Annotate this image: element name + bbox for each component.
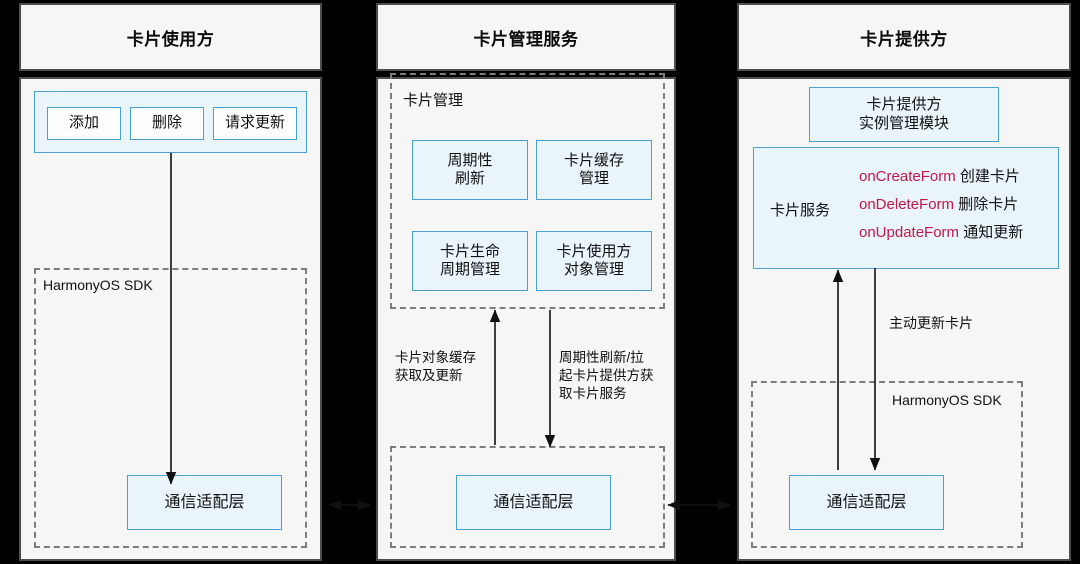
api-row-oncreateform: onCreateForm 创建卡片	[859, 169, 1023, 184]
button-delete[interactable]: 删除	[130, 107, 204, 140]
sdk-group-label-card-user: HarmonyOS SDK	[43, 277, 153, 293]
comm-adapter-layer-card-management-service: 通信适配层	[456, 475, 611, 530]
card-service-panel: 卡片服务 onCreateForm 创建卡片 onDeleteForm 删除卡片…	[753, 147, 1059, 269]
sdk-group-card-management-service	[390, 446, 665, 548]
flow-label-periodic-refresh-pull: 周期性刷新/拉 起卡片提供方获 取卡片服务	[559, 350, 654, 401]
column-header-card-management-service: 卡片管理服务	[376, 3, 676, 71]
api-desc: 删除卡片	[958, 196, 1019, 213]
comm-adapter-layer-card-provider: 通信适配层	[789, 475, 944, 530]
column-header-card-user: 卡片使用方	[19, 3, 322, 71]
module-card-lifecycle-management: 卡片生命 周期管理	[412, 231, 528, 291]
button-add[interactable]: 添加	[47, 107, 121, 140]
module-periodic-refresh: 周期性 刷新	[412, 140, 528, 200]
api-name: onCreateForm	[859, 168, 956, 185]
column-title: 卡片管理服务	[473, 29, 579, 49]
api-desc: 通知更新	[963, 224, 1024, 241]
api-name: onDeleteForm	[859, 196, 955, 213]
card-service-api-list: onCreateForm 创建卡片 onDeleteForm 删除卡片 onUp…	[859, 169, 1023, 240]
management-group	[390, 73, 665, 309]
flow-label-active-update-card: 主动更新卡片	[889, 315, 973, 331]
provider-instance-management-module: 卡片提供方 实例管理模块	[809, 87, 999, 142]
comm-adapter-layer-card-user: 通信适配层	[127, 475, 282, 530]
sdk-group-label-card-provider: HarmonyOS SDK	[892, 392, 1002, 408]
sdk-group-card-provider	[751, 381, 1023, 548]
column-body-card-management-service: 卡片管理 周期性 刷新 卡片缓存 管理 卡片生命 周期管理 卡片使用方 对象管理…	[376, 73, 676, 561]
api-name: onUpdateForm	[859, 224, 960, 241]
action-group-panel: 添加 删除 请求更新	[34, 91, 307, 153]
column-title: 卡片提供方	[860, 29, 948, 49]
module-card-user-object-management: 卡片使用方 对象管理	[536, 231, 652, 291]
column-header-card-provider: 卡片提供方	[737, 3, 1071, 71]
button-request-update[interactable]: 请求更新	[213, 107, 297, 140]
api-desc: 创建卡片	[959, 168, 1020, 185]
management-group-label: 卡片管理	[403, 92, 464, 109]
module-card-cache-management: 卡片缓存 管理	[536, 140, 652, 200]
column-body-card-provider: 卡片提供方 实例管理模块 卡片服务 onCreateForm 创建卡片 onDe…	[737, 77, 1071, 561]
api-row-onupdateform: onUpdateForm 通知更新	[859, 225, 1023, 240]
column-body-card-user: 添加 删除 请求更新 HarmonyOS SDK 通信适配层	[19, 77, 322, 561]
card-service-label: 卡片服务	[770, 202, 831, 219]
api-row-ondeleteform: onDeleteForm 删除卡片	[859, 197, 1023, 212]
flow-label-cache-fetch-update: 卡片对象缓存 获取及更新	[395, 350, 476, 383]
column-title: 卡片使用方	[126, 29, 215, 49]
